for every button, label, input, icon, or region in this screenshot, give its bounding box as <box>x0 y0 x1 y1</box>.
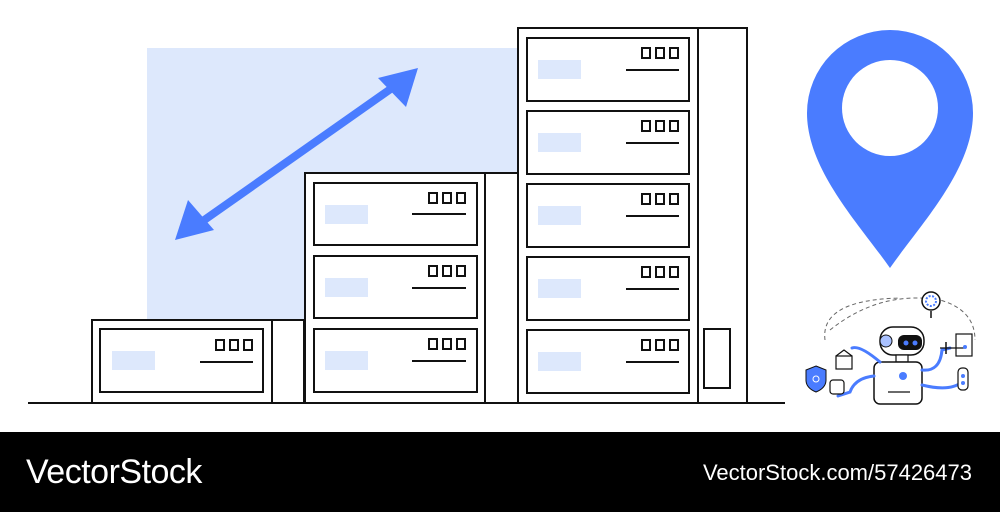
gear-icon <box>921 291 941 318</box>
shield-icon <box>805 365 827 393</box>
server-unit <box>313 255 478 319</box>
server-unit <box>526 110 690 175</box>
server-rack-tall <box>517 27 748 404</box>
server-unit <box>313 182 478 246</box>
server-racks-illustration <box>28 27 976 405</box>
rack-door-handle <box>703 328 731 389</box>
double-arrow-icon <box>175 68 418 240</box>
location-pin-icon <box>807 30 973 268</box>
server-unit <box>526 329 690 394</box>
server-unit <box>526 183 690 248</box>
flask-icon <box>957 367 969 391</box>
server-rack-medium <box>304 172 519 404</box>
server-unit <box>526 37 690 102</box>
stock-image-id: VectorStock.com/57426473 <box>702 460 972 485</box>
server-unit <box>526 256 690 321</box>
package-box-icon <box>835 349 853 370</box>
robot-icon <box>873 326 925 405</box>
server-unit <box>313 328 478 393</box>
robot-automation-group <box>805 291 976 405</box>
laser-tool-icon <box>940 333 973 357</box>
brand-logo-text: VectorStock <box>26 453 202 491</box>
server-unit <box>99 328 264 393</box>
robot-hand-icon <box>829 379 845 395</box>
server-rack-small <box>91 319 305 404</box>
watermark-footer-bar: VectorStock VectorStock.com/57426473 <box>0 432 1000 512</box>
